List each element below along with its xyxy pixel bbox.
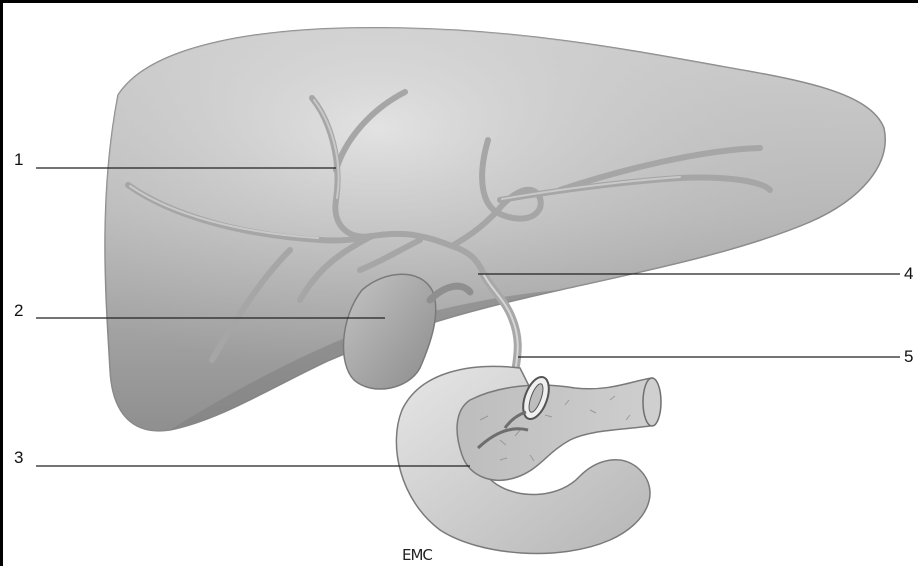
label-3: 3 <box>14 449 23 466</box>
label-2: 2 <box>14 302 23 319</box>
label-4: 4 <box>904 265 913 282</box>
label-5: 5 <box>904 348 913 365</box>
artist-signature: EMC <box>402 546 432 564</box>
label-1: 1 <box>14 151 23 168</box>
